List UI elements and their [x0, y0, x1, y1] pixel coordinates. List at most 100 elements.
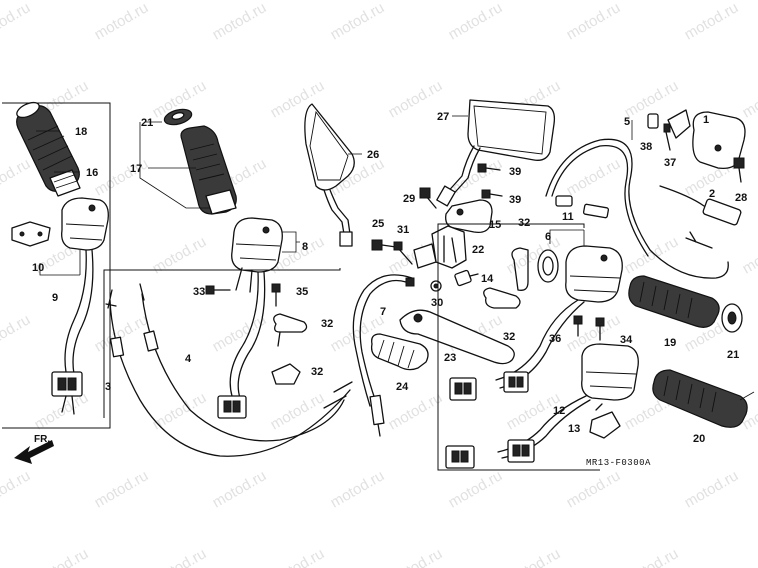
callout-39-a: 39	[509, 166, 521, 178]
watermark-text: motod.ru	[386, 389, 446, 433]
watermark-text: motod.ru	[682, 467, 742, 511]
callout-2: 2	[709, 188, 715, 200]
right-grip-frame	[437, 223, 639, 471]
callout-3: 3	[105, 381, 111, 393]
callout-18: 18	[75, 126, 87, 138]
callout-24: 24	[396, 381, 409, 393]
watermark-text: motod.ru	[386, 545, 446, 568]
watermark-text: motod.ru	[0, 467, 33, 511]
watermark-text: motod.ru	[210, 311, 270, 355]
watermark-text: motod.ru	[446, 467, 506, 511]
callout-23: 23	[444, 352, 456, 364]
clutch-switch-14	[454, 269, 479, 287]
watermark-text: motod.ru	[210, 467, 270, 511]
clamp-32-d	[483, 287, 521, 309]
callout-5: 5	[624, 116, 630, 128]
watermark-text: motod.ru	[740, 233, 758, 277]
watermark-text: motod.ru	[740, 77, 758, 121]
watermark-text: motod.ru	[32, 545, 92, 568]
left-connector	[51, 371, 83, 415]
callout-17: 17	[130, 163, 142, 175]
callout-15: 15	[489, 219, 501, 231]
callout-32-c: 32	[518, 217, 530, 229]
diagram-code: MR13-F0300A	[586, 458, 651, 468]
lever-boot-24	[370, 333, 429, 371]
callout-8: 8	[302, 241, 308, 253]
callout-21-a: 21	[141, 117, 153, 129]
watermark-text: motod.ru	[328, 0, 388, 43]
callout-7: 7	[380, 306, 386, 318]
clamp-32-b	[271, 363, 301, 385]
watermark-text: motod.ru	[622, 545, 682, 568]
clutch-cable-7	[352, 274, 415, 437]
callout-28: 28	[735, 192, 747, 204]
throttle-cables	[103, 268, 353, 457]
screws-39	[477, 163, 503, 199]
watermark-text: motod.ru	[682, 0, 742, 43]
bracket-10	[11, 221, 51, 247]
watermark-text: motod.ru	[446, 0, 506, 43]
watermark-text: motod.ru	[564, 0, 624, 43]
callout-21-b: 21	[727, 349, 739, 361]
watermark-text: motod.ru	[740, 545, 758, 568]
callout-9: 9	[52, 292, 58, 304]
watermark-text: motod.ru	[328, 467, 388, 511]
lever-bracket-22	[413, 225, 467, 269]
watermark-text: motod.ru	[150, 545, 210, 568]
callout-14: 14	[481, 273, 494, 285]
callout-30: 30	[431, 297, 443, 309]
watermark-text: motod.ru	[92, 467, 152, 511]
callout-12: 12	[553, 405, 565, 417]
callout-32-a: 32	[321, 318, 333, 330]
callout-1: 1	[703, 114, 709, 126]
right-grip-19	[628, 275, 720, 328]
clamp-32-c	[511, 247, 529, 291]
callout-11: 11	[562, 211, 574, 223]
watermark-text: motod.ru	[564, 467, 624, 511]
washer-6	[537, 249, 559, 283]
callout-22: 22	[472, 244, 484, 256]
callout-35: 35	[296, 286, 308, 298]
callout-19: 19	[664, 337, 676, 349]
callout-31: 31	[397, 224, 409, 236]
callout-33: 33	[193, 286, 205, 298]
throttle-grip-17	[139, 108, 237, 215]
watermark-text: motod.ru	[210, 0, 270, 43]
throttle-housing-8	[205, 217, 300, 419]
callout-26: 26	[367, 149, 379, 161]
watermark-text: motod.ru	[504, 545, 564, 568]
callout-4: 4	[185, 353, 192, 365]
callout-labels: 1 2 3 4 5 6 7 8 9 10 11 12 13 14 15 16 1…	[32, 111, 747, 445]
callout-37: 37	[664, 157, 676, 169]
callout-10: 10	[32, 262, 44, 274]
switch-13	[589, 403, 621, 439]
mirror-left-26	[304, 103, 362, 247]
watermark-text: motod.ru	[150, 233, 210, 277]
callout-32-b: 32	[311, 366, 323, 378]
direction-label: FR.	[34, 434, 50, 445]
grip-heater-control	[545, 109, 746, 279]
callout-32-d: 32	[503, 331, 515, 343]
watermark-text: motod.ru	[622, 233, 682, 277]
callout-6: 6	[545, 231, 551, 243]
watermark-text: motod.ru	[0, 0, 33, 43]
left-switch-housing	[61, 197, 109, 251]
callout-39-b: 39	[509, 194, 521, 206]
watermark-text: motod.ru	[92, 155, 152, 199]
front-direction-arrow: FR.	[14, 434, 54, 464]
watermark-text: motod.ru	[268, 545, 328, 568]
clamp-32-a	[273, 313, 308, 347]
callout-29: 29	[403, 193, 415, 205]
callout-13: 13	[568, 423, 580, 435]
callout-36: 36	[549, 333, 561, 345]
watermark-text: motod.ru	[92, 0, 152, 43]
watermark-text: motod.ru	[0, 311, 33, 355]
clutch-lever-23	[399, 309, 515, 365]
left-sleeve	[49, 169, 81, 197]
callout-16: 16	[86, 167, 98, 179]
grip-end-cap-21	[721, 303, 743, 333]
callout-25: 25	[372, 218, 384, 230]
left-grip-rubber	[16, 101, 80, 192]
right-grip-20	[652, 369, 755, 428]
